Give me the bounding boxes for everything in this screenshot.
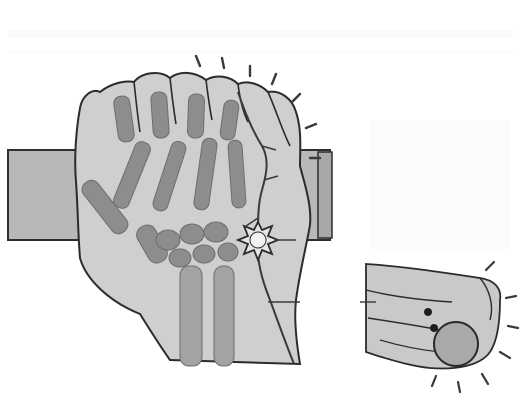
band-left-segment xyxy=(8,150,80,240)
phalanx-ring xyxy=(187,94,205,139)
phalanx-middle xyxy=(150,91,169,138)
inset-forearm xyxy=(366,264,500,368)
carpal-6 xyxy=(218,243,238,261)
inset-marker-1 xyxy=(424,308,432,316)
wrist-side-view-inset xyxy=(360,264,500,368)
starburst-impact-icon xyxy=(238,222,278,260)
radius-bone xyxy=(180,266,202,366)
carpal-3 xyxy=(204,222,228,242)
inset-marker-2 xyxy=(430,324,438,332)
carpal-5 xyxy=(193,245,215,263)
inset-bump xyxy=(434,322,478,366)
carpal-1 xyxy=(156,230,180,250)
band-end-cap xyxy=(318,152,332,238)
carpal-2 xyxy=(180,224,204,244)
carpal-4 xyxy=(169,249,191,267)
ulna-bone xyxy=(214,266,234,366)
